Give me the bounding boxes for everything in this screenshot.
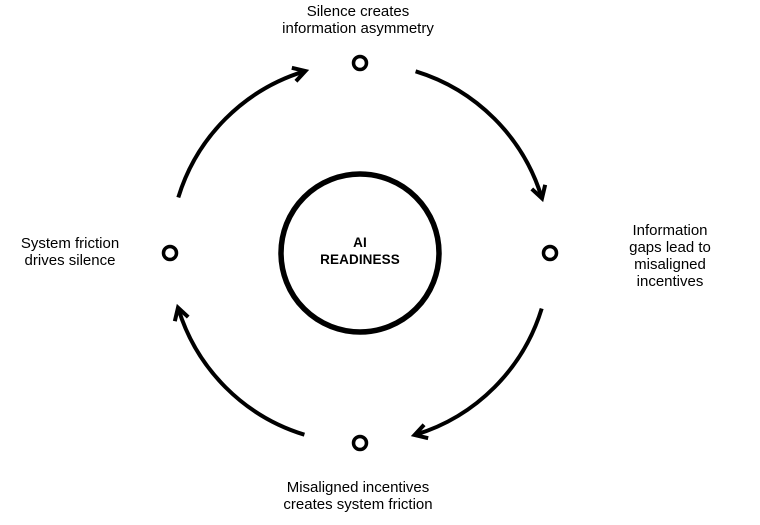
node-dot-top [351, 54, 369, 72]
arrow-right-to-bottom [410, 308, 544, 441]
node-dot-right [541, 244, 559, 262]
arrow-bottom-to-left [172, 303, 305, 437]
node-dot-left [161, 244, 179, 262]
node-dot-bottom [351, 434, 369, 452]
center-label: AI READINESS [320, 235, 400, 267]
node-label-top: Silence creates information asymmetry [282, 3, 434, 37]
arrow-top-to-right [415, 69, 548, 203]
arrow-left-to-top [176, 65, 310, 198]
node-label-right: Information gaps lead to misaligned ince… [629, 222, 711, 290]
center-circle [278, 171, 442, 335]
node-label-bottom: Misaligned incentives creates system fri… [283, 479, 433, 513]
node-label-left: System friction drives silence [20, 235, 120, 269]
